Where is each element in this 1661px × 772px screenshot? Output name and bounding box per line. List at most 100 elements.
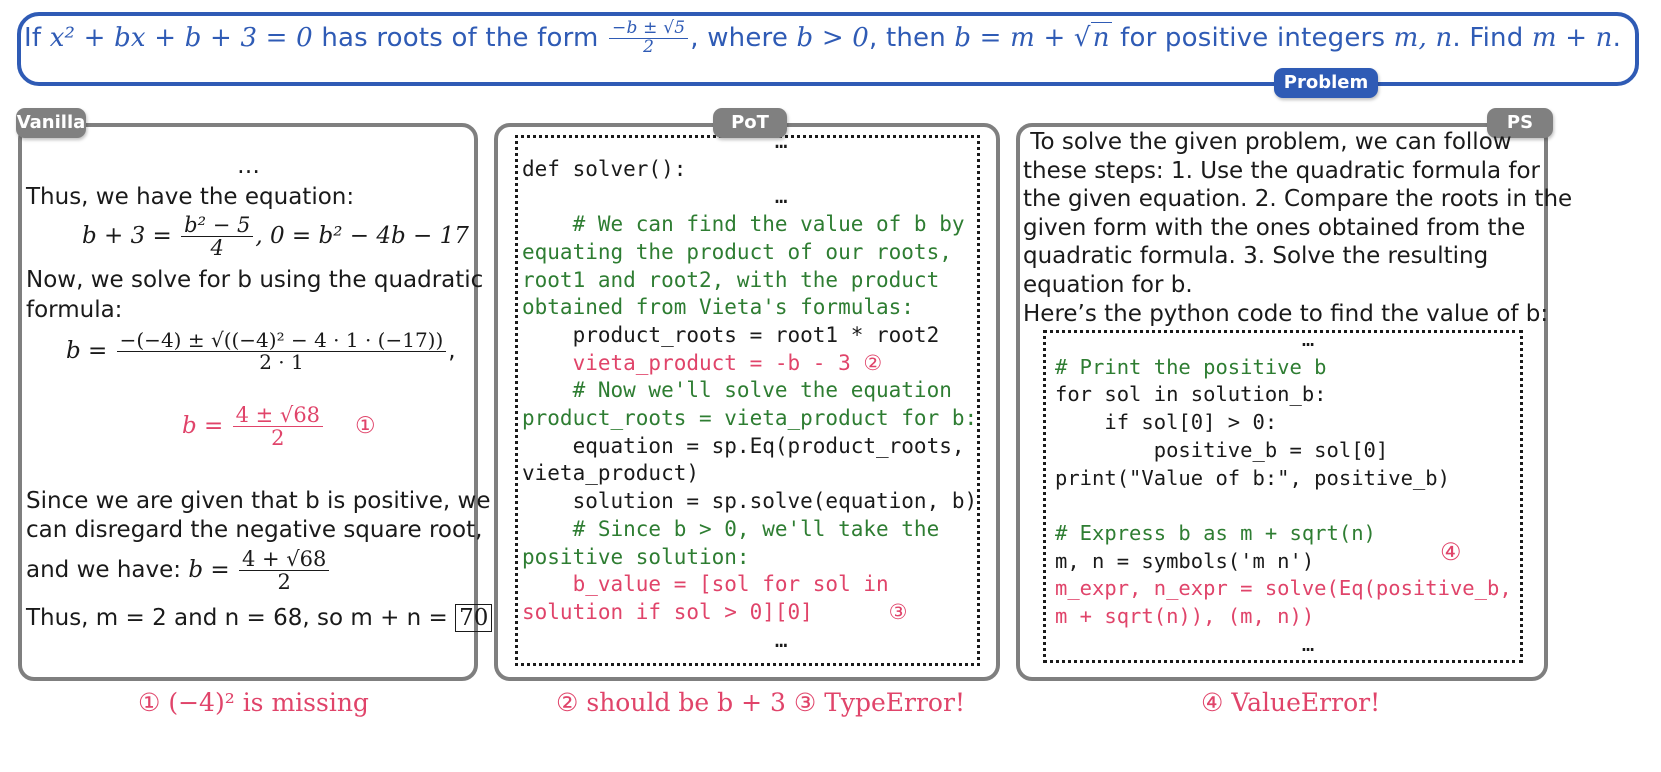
ps-code-line: … [1055,327,1315,351]
ps-code-line: if sol[0] > 0: [1055,410,1278,435]
boxed-answer: 70 [455,604,493,632]
eq4-denominator: 2 [277,570,291,595]
ps-code-line: for sol in solution_b: [1055,382,1327,407]
problem-form-radicand: n [1090,21,1112,53]
eq2-comma: , [448,338,456,364]
vanilla-tag: Vanilla [16,108,86,138]
ps-code: … # Print the positive b for sol in soluti… [1055,326,1512,658]
eq3-left: b = [182,413,231,440]
ps-intro-line: Here’s the python code to find the value… [1023,300,1549,327]
problem-form: b = m + [954,22,1074,53]
problem-target: m + n [1531,22,1613,53]
ps-panel [1016,123,1548,681]
ps-code-line: m + sqrt(n)), (m, n)) [1055,604,1315,629]
ps-code-line: print("Value of b:", positive_b) [1055,465,1450,490]
ps-tag: PS [1487,108,1553,138]
pot-code-line: vieta_product = -b - 3 ② [522,350,883,375]
eq4-numerator: 4 + √68 [238,548,330,572]
vanilla-line-3: formula: [26,297,123,323]
pot-code-line: # Since b > 0, we'll take the [522,516,940,541]
problem-vars: m, n [1393,22,1453,53]
eq2-left: b = [66,338,115,364]
root-denominator: 2 [643,36,655,57]
problem-equation: x² + bx + b + 3 = 0 [49,22,313,53]
eq1-left: b + 3 = [82,223,180,250]
problem-condition: b > 0 [796,22,870,53]
pot-code-line: root1 and root2, with the product [522,267,940,292]
caption-vanilla: ① (−4)² is missing [138,688,369,717]
line7-text: Thus, m = 2 and n = 68, so m + n = [26,605,456,631]
pot-code-line: equating the product of our roots, [522,239,952,264]
pot-code-line: … [522,627,788,652]
pot-code-line: … [522,184,788,209]
ps-intro-line: given form with the ones obtained from t… [1023,214,1526,241]
vanilla-ellipsis: … [237,153,260,179]
pot-code-line: product_roots = root1 * root2 [522,322,940,347]
pot-code-line: positive solution: [522,544,750,569]
ps-code-line: # Express b as m + sqrt(n) [1055,520,1376,545]
vanilla-line-2: Now, we solve for b using the quadratic [26,267,484,293]
eq1-right: , 0 = b² − 4b − 17 [255,223,469,250]
pot-code-line: # Now we'll solve the equation [522,378,952,403]
pot-code-line: solution if sol > 0][0] ③ [522,599,908,624]
ps-intro-line: equation for b. [1023,271,1193,298]
problem-text-7: . [1612,22,1622,53]
pot-code-line: product_roots = vieta_product for b: [522,406,978,431]
eq3-numerator: 4 ± √68 [232,404,324,428]
vanilla-eq-2: b = −(−4) ± √((−4)² − 4 · 1 · (−17))2 · … [66,330,456,373]
ps-code-line: m, n = symbols('m n') [1055,548,1315,573]
problem-text-4: , then [869,22,955,53]
eq1-denominator: 4 [210,236,224,261]
vanilla-line-7: Thus, m = 2 and n = 68, so m + n = 70. [26,604,500,633]
ps-intro-line: To solve the given problem, we can follo… [1023,129,1512,155]
ps-code-line [1055,492,1512,520]
pot-code-line: b_value = [sol for sol in [522,572,889,597]
problem-box [17,12,1639,86]
ps-intro-line: these steps: 1. Use the quadratic formul… [1023,157,1540,184]
problem-text-3: , where [690,22,797,53]
line6-text: and we have: [26,557,189,584]
eq2-denominator: 2 · 1 [259,350,304,374]
pot-code-line: # We can find the value of b by [522,212,965,237]
pot-code-line: obtained from Vieta's formulas: [522,295,914,320]
pot-code: … def solver(): … # We can find the value… [522,128,977,654]
vanilla-line-4: Since we are given that b is positive, w… [26,488,491,514]
eq4-left: b = [188,557,237,584]
problem-statement: If x² + bx + b + 3 = 0 has roots of the … [24,18,1622,57]
pot-code-line: vieta_product) [522,461,700,486]
root-numerator: −b ± √5 [609,19,689,39]
caption-pot: ② should be b + 3 ③ TypeError! [556,688,965,717]
pot-code-line: … [522,129,788,153]
eq3-denominator: 2 [271,426,285,451]
eq1-numerator: b² − 5 [181,214,254,238]
eq2-fraction: −(−4) ± √((−4)² − 4 · 1 · (−17))2 · 1 [116,330,447,374]
ps-code-line: # Print the positive b [1055,354,1327,379]
ps-intro-line: quadratic formula. 3. Solve the resultin… [1023,243,1489,270]
vanilla-line-1: Thus, we have the equation: [26,184,355,210]
problem-text-1: If [24,22,50,53]
error-marker-4: ④ [1440,538,1462,566]
ps-intro-line: the given equation. 2. Compare the roots… [1023,186,1573,213]
pot-code-line: solution = sp.solve(equation, b) [522,489,978,514]
ps-code-line: … [1055,631,1315,656]
caption-ps: ④ ValueError! [1201,688,1381,717]
vanilla-panel [18,123,478,681]
ps-intro: To solve the given problem, we can follo… [1023,128,1572,328]
problem-text-6: . Find [1452,22,1532,53]
ps-code-line: m_expr, n_expr = solve(Eq(positive_b, [1055,576,1512,601]
problem-tag: Problem [1274,68,1378,98]
pot-tag: PoT [713,108,787,138]
eq2-numerator: −(−4) ± √((−4)² − 4 · 1 · (−17)) [116,330,447,352]
pot-code-line: def solver(): [522,156,687,181]
problem-text-5: for positive integers [1111,22,1394,53]
vanilla-line-5: can disregard the negative square root, [26,517,483,543]
problem-text-2: has roots of the form [312,22,608,53]
ps-code-frame [1043,330,1523,663]
pot-code-line: equation = sp.Eq(product_roots, [522,433,965,458]
